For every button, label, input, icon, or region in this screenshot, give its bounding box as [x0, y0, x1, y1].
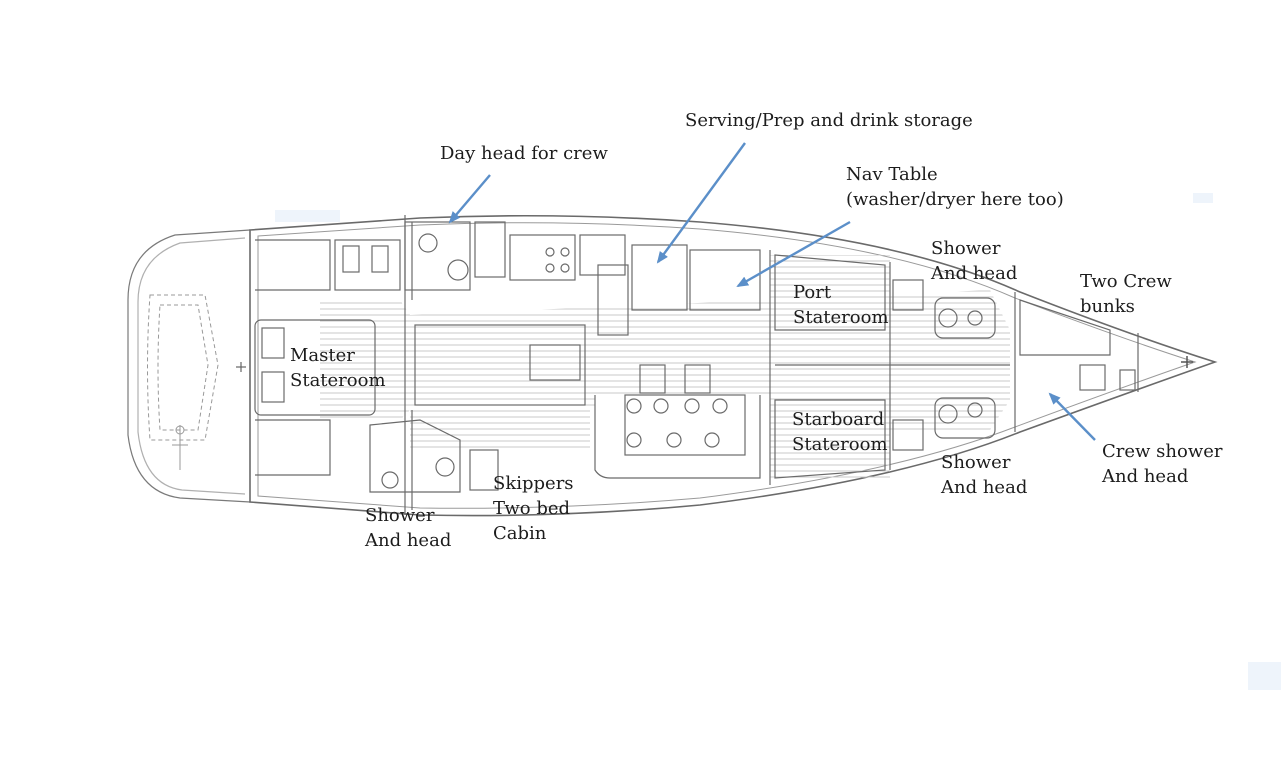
label-skippers-cabin: Skippers Two bed Cabin	[493, 473, 574, 544]
bow-cross-icon	[1181, 356, 1193, 368]
label-nav-table: Nav Table (washer/dryer here too)	[846, 164, 1064, 210]
label-starboard-stateroom: Starboard Stateroom	[792, 409, 888, 455]
label-shower-starboard: Shower And head	[941, 452, 1028, 498]
tender-icon	[147, 294, 219, 470]
arrow-nav-table	[736, 220, 851, 288]
hull-outline	[249, 214, 1218, 517]
label-master-stateroom: Master Stateroom	[290, 345, 386, 391]
label-shower-port: Shower And head	[931, 238, 1018, 284]
label-day-head: Day head for crew	[440, 143, 608, 164]
interior-walls	[254, 215, 1139, 515]
arrow-serving	[656, 142, 746, 264]
arrow-day-head	[448, 174, 491, 224]
label-serving-prep: Serving/Prep and drink storage	[685, 110, 973, 131]
label-shower-aft: Shower And head	[365, 505, 452, 551]
arrow-crew-shower	[1048, 392, 1096, 441]
label-port-stateroom: Port Stateroom	[793, 282, 889, 328]
compass-cross-icon	[236, 362, 246, 372]
swim-platform	[127, 229, 251, 503]
label-two-crew-bunks: Two Crew bunks	[1080, 271, 1172, 317]
label-crew-shower: Crew shower And head	[1102, 441, 1223, 487]
callout-arrows	[448, 142, 1096, 441]
